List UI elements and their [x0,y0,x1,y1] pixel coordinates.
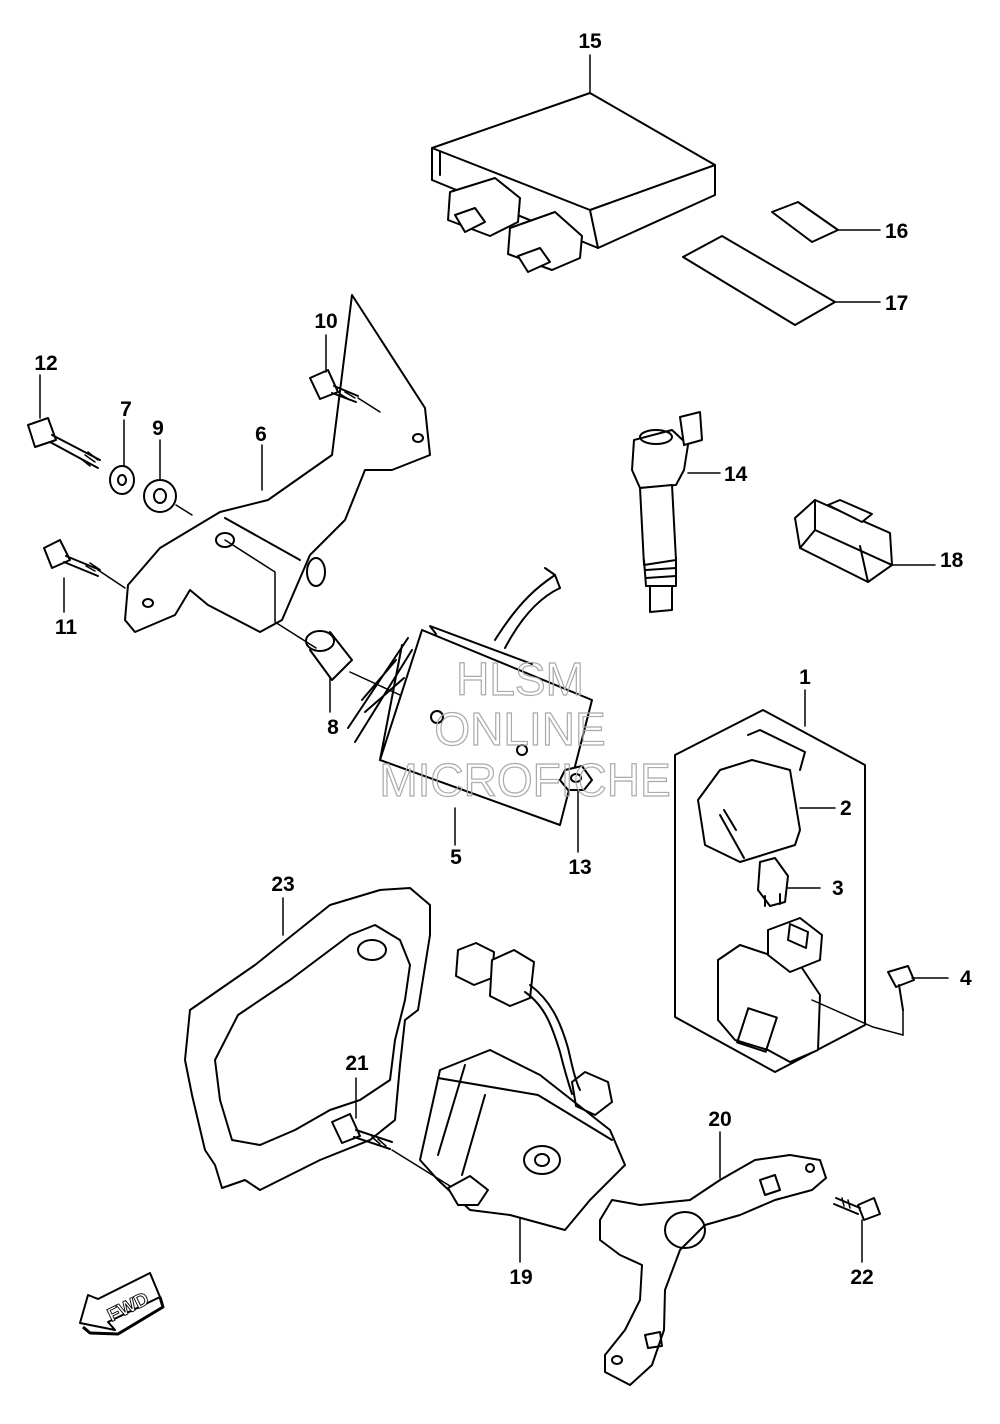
relay-assembly-box[interactable] [674,709,866,1073]
bracket-regulator[interactable] [124,294,431,633]
watermark-line-1: HLSM [456,653,584,705]
callout-6: 6 [255,423,267,446]
washer-7[interactable] [109,465,135,495]
starter-relay[interactable] [717,917,823,1063]
callout-3: 3 [832,877,844,900]
callout-23: 23 [271,873,294,896]
callout-5: 5 [450,846,462,869]
callout-22: 22 [850,1266,873,1289]
watermark-line-3: MICROFICHE [379,754,670,806]
callout-11: 11 [55,616,78,639]
bolt-10[interactable] [309,369,359,403]
ignition-coil[interactable] [631,411,703,613]
callout-1: 1 [799,666,811,689]
callout-14: 14 [724,463,748,486]
pad-small[interactable] [771,201,839,243]
callout-13: 13 [568,856,591,879]
callout-4: 4 [960,967,972,990]
callout-17: 17 [885,292,908,315]
nut-13[interactable] [559,765,593,791]
callout-7: 7 [120,398,132,421]
callout-21: 21 [345,1052,369,1075]
callout-15: 15 [578,30,602,53]
callout-2: 2 [840,797,852,820]
pad-large[interactable] [682,235,836,326]
callout-12: 12 [34,352,57,375]
callout-18: 18 [940,549,964,572]
relay-cover[interactable] [697,729,806,863]
watermark: HLSM ONLINE MICROFICHE [379,652,672,806]
callout-8: 8 [327,716,339,739]
callout-19: 19 [509,1266,532,1289]
spacer-8[interactable] [305,630,353,681]
connector-18[interactable] [794,499,893,583]
grommet-9[interactable] [143,479,177,513]
watermark-line-2: ONLINE [434,703,605,755]
callout-labels: 15 16 17 10 12 7 9 6 11 8 5 13 14 18 1 2… [34,30,972,1289]
screw-4[interactable] [887,965,915,1011]
bolt-22[interactable] [833,1197,881,1221]
bolt-21[interactable] [331,1113,393,1150]
bracket-20[interactable] [599,1154,827,1386]
bolt-12[interactable] [27,417,101,469]
gear-position-sensor[interactable] [419,942,626,1231]
cover-23[interactable] [184,887,431,1191]
ecu-unit[interactable] [431,92,716,273]
callout-9: 9 [152,417,164,440]
forward-direction-arrow: FWD [79,1272,165,1336]
regulator-rectifier[interactable] [347,567,593,826]
leader-lines [39,54,949,1263]
callout-20: 20 [708,1108,731,1131]
fuse[interactable] [757,857,789,907]
callout-16: 16 [885,220,908,243]
bolt-11[interactable] [43,539,101,577]
callout-10: 10 [314,310,337,333]
